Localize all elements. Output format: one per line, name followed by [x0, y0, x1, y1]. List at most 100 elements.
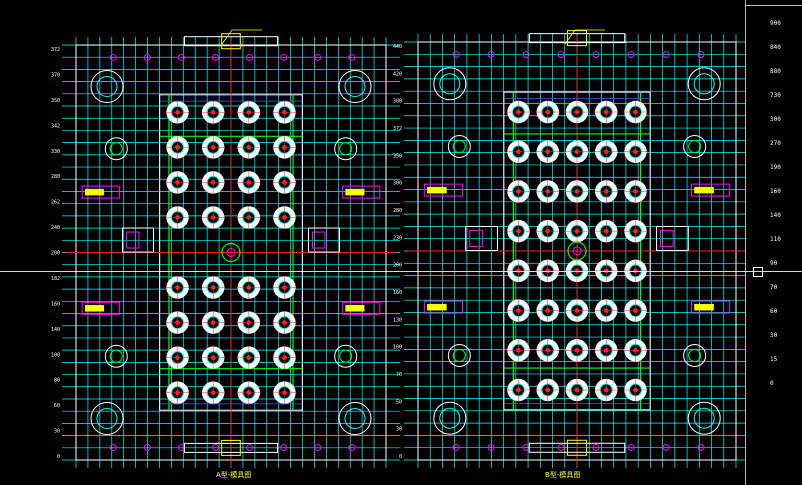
left-view-clamp-handle	[221, 33, 241, 50]
side-panel-label: 15	[770, 356, 778, 363]
left-view-guide-pin-outer	[90, 70, 124, 103]
right-view-dimension-label: 372	[393, 126, 402, 132]
left-view-support-pin-core	[339, 349, 353, 363]
leader-line	[564, 29, 576, 45]
right-view-support-pin	[683, 344, 707, 367]
right-view-cylinder-rod	[660, 229, 674, 247]
left-view-bolt-hole	[212, 444, 219, 452]
left-view-cylinder	[308, 227, 340, 253]
right-view-bolt-hole	[487, 51, 495, 59]
left-view-dimension-label: 182	[51, 276, 60, 282]
right-view-side-slide	[423, 300, 464, 314]
right-view-sprue-core	[572, 246, 582, 256]
right-view-bolt-hole	[627, 443, 635, 451]
left-view-support-pin	[104, 344, 128, 368]
left-view-support-pin-core	[109, 349, 123, 363]
right-view-dimension-label: 100	[393, 345, 402, 351]
right-view-dimension-label: 50	[396, 399, 402, 405]
left-view-guide-pin-outer	[338, 70, 372, 103]
left-view-side-slide	[342, 301, 381, 315]
right-view-dimension-label: 280	[393, 208, 402, 214]
right-view-slide-wedge	[427, 303, 447, 311]
left-view-support-pin	[334, 137, 358, 161]
side-panel-label: 30	[770, 332, 778, 339]
left-view-cylinder-rod	[312, 231, 326, 249]
left-view-slide-wedge	[84, 305, 105, 312]
left-view-dimension-label: 200	[51, 251, 60, 257]
right-view-dimension-label: 70	[396, 372, 402, 378]
left-view-bolt-hole	[143, 53, 151, 61]
left-view-support-pin-core	[339, 142, 353, 156]
left-view-side-slide	[81, 185, 120, 199]
left-view-bolt-hole	[177, 53, 185, 61]
right-view-bolt-hole	[662, 51, 670, 59]
right-view-bolt-hole	[627, 51, 635, 59]
left-view-dimension-label: 342	[51, 123, 60, 129]
left-view-bolt-hole	[109, 53, 117, 61]
left-view-dimension-label: 330	[51, 149, 60, 155]
left-view-clamp-block	[184, 442, 278, 453]
left-view-cylinder-rod	[126, 231, 140, 249]
left-view-dimension-label: 160	[51, 301, 60, 307]
left-view-bolt-hole	[280, 444, 288, 452]
side-panel-label: 140	[770, 212, 781, 219]
crosshair-pickbox-icon	[753, 267, 763, 277]
right-view-dimension-label: 440	[393, 44, 402, 50]
left-view-guide-pin-outer	[90, 402, 124, 435]
right-view-support-pin	[683, 135, 707, 158]
right-view-sprue-ring	[567, 241, 587, 261]
right-view-bolt-hole	[697, 51, 705, 59]
right-view-caption: B型-模具图	[545, 471, 581, 479]
left-view-dimension-label: 80	[54, 378, 60, 384]
left-view-caption: A型-模具图	[216, 471, 252, 479]
right-view-bolt-hole	[662, 443, 670, 451]
right-view-side-slide	[423, 183, 464, 197]
leader-line	[221, 29, 233, 45]
left-view-bolt-hole	[109, 444, 117, 452]
side-panel-label: 730	[770, 92, 781, 99]
side-panel-label: 60	[770, 308, 778, 315]
right-view-slide-wedge	[694, 303, 714, 311]
right-view-guide-pin-inner	[439, 73, 461, 95]
right-view-bolt-hole	[557, 443, 565, 451]
side-panel-label: 160	[770, 188, 781, 195]
left-view-bolt-hole	[212, 53, 219, 61]
right-view-bolt-hole	[557, 51, 565, 59]
right-view-dimension-label: 160	[393, 290, 402, 296]
left-view-clamp-handle	[221, 439, 241, 456]
right-view-side-slide	[690, 183, 731, 197]
right-view-guide-pin-outer	[433, 401, 467, 435]
left-view-bolt-hole	[280, 53, 288, 61]
left-view-cylinder	[122, 227, 154, 253]
left-view-dimension-label: 350	[51, 98, 60, 104]
left-view-guide-pin-inner	[96, 76, 118, 97]
side-panel-label: 90	[770, 260, 778, 267]
left-view-sprue-ring	[221, 242, 241, 263]
right-view-guide-pin-outer	[687, 67, 721, 101]
right-view-dimension-label: 130	[393, 317, 402, 323]
side-panel-label: 880	[770, 68, 781, 75]
left-view-guide-pin-inner	[96, 408, 118, 429]
side-panel-label: 300	[770, 116, 781, 123]
left-view-dimension-label: 280	[51, 174, 60, 180]
left-view-guide-pin-outer	[338, 402, 372, 435]
right-view-side-slide	[690, 300, 731, 314]
left-view-support-pin	[334, 344, 358, 368]
right-view-dimension-label: 200	[393, 263, 402, 269]
right-view-support-pin-core	[452, 140, 466, 153]
right-view-bolt-hole	[697, 443, 705, 451]
right-view-dimension-label: 230	[393, 235, 402, 241]
right-view-support-pin-core	[688, 140, 702, 153]
left-view-side-slide	[81, 301, 120, 315]
left-view-dimension-label: 60	[54, 403, 60, 409]
right-view-cylinder	[465, 225, 499, 251]
left-view-slide-wedge	[84, 188, 105, 196]
left-view-support-pin-core	[109, 142, 123, 156]
left-view-clamp-block	[184, 36, 278, 47]
right-view-cylinder-rod	[469, 229, 483, 247]
right-view-dimension-label: 350	[393, 153, 402, 159]
left-view-guide-pin-inner	[344, 408, 366, 429]
right-view-cylinder	[656, 225, 689, 251]
